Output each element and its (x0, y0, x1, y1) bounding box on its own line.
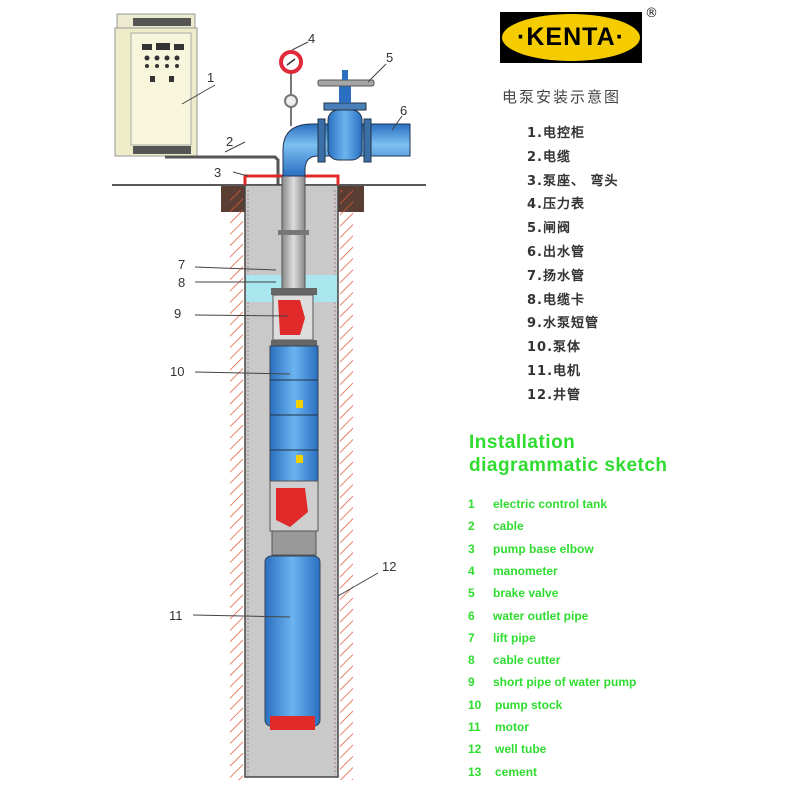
motor (264, 555, 321, 727)
legend-en-number: 3 (468, 541, 475, 556)
callout-labels: 1 2 3 4 5 6 7 8 9 10 11 12 (169, 31, 407, 623)
title-en-line-2: diagrammatic sketch (469, 455, 668, 476)
legend-cn-item: 11.电机 (527, 364, 582, 379)
legend-cn-item: 7.扬水管 (527, 268, 585, 284)
title-en: Installation diagrammatic sketch (469, 431, 668, 477)
legend-cn-item: 8.电缆卡 (527, 292, 585, 308)
legend-cn-item: 9.水泵短管 (527, 316, 599, 332)
legend-en-label: brake valve (493, 586, 559, 601)
legend-en-label: pump base elbow (493, 541, 594, 556)
legend-en-label: cement (495, 764, 538, 779)
legend-en-number: 10 (468, 697, 482, 712)
callout-2: 2 (226, 134, 233, 149)
control-cabinet (114, 13, 198, 157)
leader-lines (181, 41, 403, 618)
callout-11: 11 (169, 608, 183, 623)
legend-cn-item: 2.电缆 (527, 149, 571, 165)
callout-5: 5 (386, 50, 393, 65)
title-en-line-1: Installation (469, 432, 576, 453)
legend-en-label: manometer (493, 563, 558, 578)
legend-cn-item: 5.闸阀 (527, 221, 571, 237)
motor-base (270, 716, 315, 730)
legend-cn-item: 1.电控柜 (527, 126, 585, 141)
registered-mark: ® (645, 6, 658, 21)
legend-cn-item: 3.泵座、 弯头 (527, 173, 619, 189)
handwheel (317, 79, 375, 87)
legend-en-number: 8 (468, 653, 475, 668)
legend-en-number: 2 (468, 519, 475, 534)
logo-text: ·KENTA· (517, 23, 625, 51)
callout-3: 3 (214, 165, 221, 180)
legend-cn-item: 6.出水管 (527, 245, 585, 260)
callout-8: 8 (178, 275, 185, 290)
legend-en-number: 13 (468, 764, 482, 779)
legend-en-number: 12 (468, 742, 482, 757)
legend-en-number: 7 (468, 630, 475, 645)
soil-hatch-left (230, 190, 243, 780)
gate-valve (327, 109, 363, 161)
callout-4: 4 (308, 31, 315, 46)
legend-en-label: short pipe of water pump (493, 675, 637, 690)
legend-en-label: well tube (495, 742, 547, 757)
callout-9: 9 (174, 306, 181, 321)
legend-cn-item: 4.压力表 (527, 197, 585, 213)
pump-body (269, 288, 319, 556)
legend-en-label: motor (495, 720, 529, 734)
legend-en-label: cable (493, 519, 524, 534)
legend-en-number: 6 (468, 608, 475, 623)
callout-7: 7 (178, 257, 185, 272)
legend-en-number: 5 (468, 586, 475, 601)
callout-12: 12 (382, 559, 396, 574)
soil-hatch-right (340, 190, 353, 780)
legend-en-number: 1 (468, 497, 475, 511)
title-cn: 电泵安装示意图 (502, 88, 622, 106)
legend-en-label: water outlet pipe (493, 608, 589, 623)
legend-cn-item: 12.井管 (527, 387, 582, 403)
callout-1: 1 (207, 70, 214, 85)
legend-en-number: 11 (468, 720, 481, 734)
legend-en-number: 4 (468, 563, 475, 578)
legend-en-label: pump stock (495, 697, 563, 712)
legend-en-number: 9 (468, 675, 475, 690)
legend-en-label: lift pipe (493, 630, 536, 645)
callout-6: 6 (400, 103, 407, 118)
legend-en-label: cable cutter (493, 653, 561, 668)
legend-en-label: electric control tank (493, 497, 608, 511)
callout-10: 10 (170, 364, 184, 379)
legend-cn-item: 10.泵体 (527, 340, 582, 356)
kenta-logo: ·KENTA· (500, 12, 642, 63)
